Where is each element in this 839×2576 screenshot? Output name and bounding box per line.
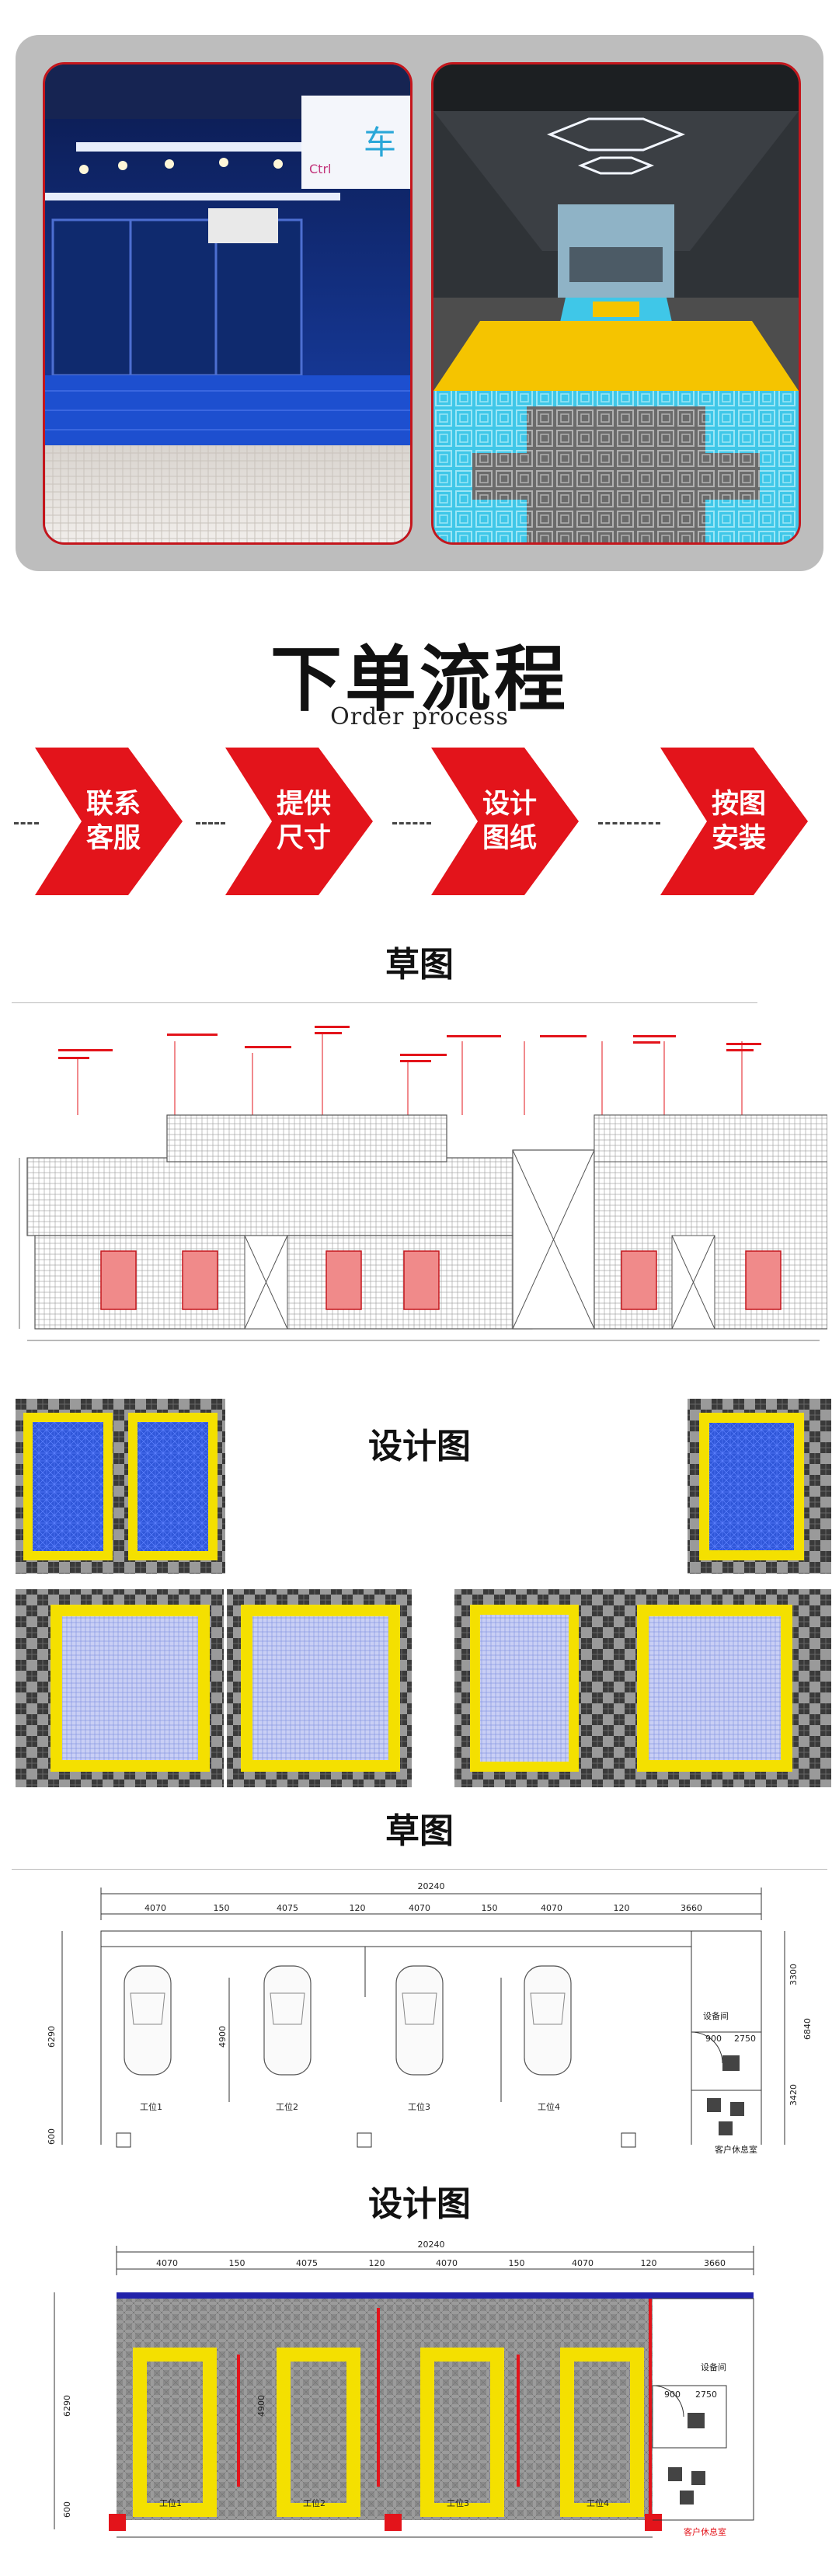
room-dim: 900 bbox=[664, 2390, 681, 2400]
process-step-design: 设计 图纸 bbox=[431, 748, 579, 895]
car-wash-photo-right bbox=[431, 62, 801, 545]
sketch2-seg: 120 bbox=[614, 1903, 630, 1913]
design2-seg: 150 bbox=[509, 2258, 525, 2268]
sketch2-total-width: 20240 bbox=[418, 1881, 445, 1891]
right-dim: 6840 bbox=[802, 2018, 813, 2040]
sketch2-seg: 4070 bbox=[144, 1903, 166, 1913]
sketch2-title: 草图 bbox=[385, 1811, 454, 1851]
process-step-install: 按图 安装 bbox=[660, 748, 808, 895]
station-label: 工位4 bbox=[587, 2498, 609, 2508]
station-label: 工位1 bbox=[140, 2101, 162, 2112]
process-step-label: 按图 安装 bbox=[711, 788, 766, 854]
sketch2-seg: 150 bbox=[482, 1903, 498, 1913]
store-sign-script: Ctrl bbox=[309, 162, 331, 176]
station-label: 工位4 bbox=[538, 2101, 560, 2112]
design2-seg: 120 bbox=[641, 2258, 657, 2268]
divider bbox=[12, 1002, 757, 1003]
lounge-label: 客户休息室 bbox=[715, 2144, 757, 2155]
inner-dim: 4900 bbox=[256, 2395, 266, 2417]
station-label: 工位2 bbox=[303, 2498, 326, 2508]
station-label: 工位2 bbox=[276, 2101, 298, 2112]
sketch2-seg: 4075 bbox=[277, 1903, 298, 1913]
process-dash-line bbox=[14, 822, 39, 824]
station-label: 工位3 bbox=[408, 2101, 430, 2112]
right-dim: 3300 bbox=[789, 1964, 799, 1985]
sketch1-title: 草图 bbox=[385, 945, 454, 985]
process-dash-line bbox=[196, 822, 225, 824]
equipment-room-label: 设备间 bbox=[701, 2362, 726, 2372]
process-step-contact: 联系 客服 bbox=[35, 748, 183, 895]
sketch2-seg: 120 bbox=[350, 1903, 366, 1913]
process-step-label: 提供 尺寸 bbox=[276, 788, 331, 854]
station-label: 工位1 bbox=[159, 2498, 182, 2508]
design1-title: 设计图 bbox=[334, 1418, 505, 1468]
process-step-size: 提供 尺寸 bbox=[225, 748, 373, 895]
divider bbox=[12, 1869, 827, 1870]
design2-drawing: 20240 4070 150 4075 120 4070 150 4070 12… bbox=[31, 2238, 816, 2557]
lounge-label: 客户休息室 bbox=[684, 2526, 726, 2537]
design2-seg: 4070 bbox=[156, 2258, 178, 2268]
left-dim: 600 bbox=[62, 2501, 72, 2518]
right-dim: 3420 bbox=[789, 2084, 799, 2106]
design2-title: 设计图 bbox=[368, 2184, 471, 2224]
design1-drawing bbox=[16, 1399, 831, 1787]
room-dim: 2750 bbox=[734, 2034, 756, 2044]
design2-seg: 4075 bbox=[296, 2258, 318, 2268]
order-process-subtitle: Order process bbox=[330, 703, 509, 730]
station-label: 工位3 bbox=[447, 2498, 469, 2508]
process-dash-line bbox=[392, 822, 431, 824]
sketch1-drawing bbox=[12, 1026, 827, 1352]
process-step-label: 设计 图纸 bbox=[482, 788, 537, 854]
photo-card: 车 Ctrl bbox=[16, 35, 823, 571]
car-wash-photo-left: 车 Ctrl bbox=[43, 62, 413, 545]
design2-seg: 4070 bbox=[572, 2258, 594, 2268]
design2-seg: 120 bbox=[369, 2258, 385, 2268]
store-sign-text: 车 bbox=[364, 124, 396, 162]
order-process-title: 下单流程 bbox=[270, 637, 569, 721]
design2-seg: 4070 bbox=[436, 2258, 458, 2268]
equipment-room-label: 设备间 bbox=[703, 2010, 729, 2021]
room-dim: 900 bbox=[705, 2034, 722, 2044]
inner-dim: 4900 bbox=[218, 2026, 228, 2048]
room-dim: 2750 bbox=[695, 2390, 717, 2400]
sketch2-seg: 4070 bbox=[409, 1903, 430, 1913]
design2-seg: 3660 bbox=[704, 2258, 726, 2268]
process-dash-line bbox=[598, 822, 660, 824]
left-dim: 6290 bbox=[47, 2026, 57, 2048]
left-dim: 600 bbox=[47, 2128, 57, 2145]
design2-total-width: 20240 bbox=[418, 2240, 445, 2250]
sketch2-seg: 4070 bbox=[541, 1903, 562, 1913]
sketch2-seg: 150 bbox=[214, 1903, 230, 1913]
process-step-label: 联系 客服 bbox=[85, 788, 141, 854]
sketch2-drawing: 20240 4070 150 4075 120 4070 150 4070 12… bbox=[31, 1877, 816, 2172]
sketch2-seg: 3660 bbox=[681, 1903, 702, 1913]
left-dim: 6290 bbox=[62, 2395, 72, 2417]
design2-seg: 150 bbox=[229, 2258, 245, 2268]
